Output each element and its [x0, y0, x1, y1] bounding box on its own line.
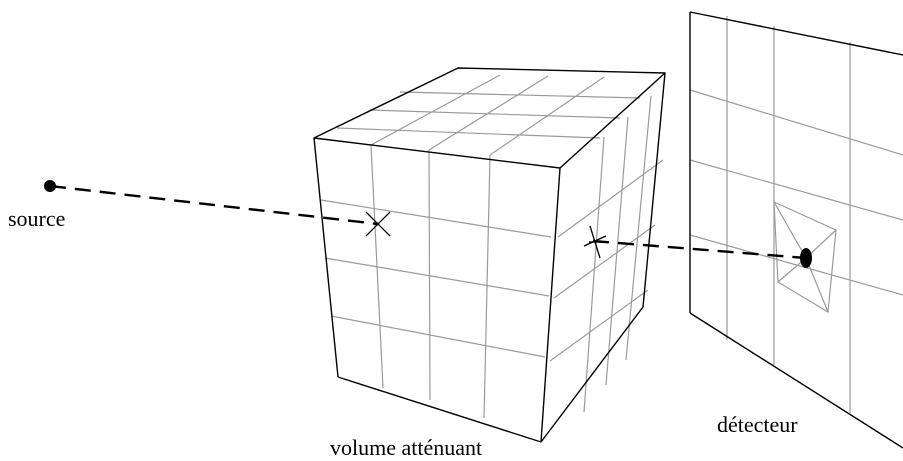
cube-top-grid	[336, 74, 641, 156]
source-label: source	[8, 206, 66, 231]
detector-label: détecteur	[717, 412, 798, 437]
volume-label: volume atténuant	[330, 435, 483, 460]
projection-ray	[44, 180, 812, 268]
cube-outline	[313, 67, 666, 443]
detector-point	[800, 248, 812, 268]
ray-segment-volume-to-detector	[592, 239, 807, 260]
attenuating-volume	[313, 67, 666, 443]
exit-point-marker	[583, 225, 607, 259]
detector-grid	[689, 16, 903, 413]
detector-plane	[689, 11, 903, 449]
cube-front-grid	[320, 144, 552, 419]
detector-outline	[689, 11, 903, 449]
cube-side-grid	[549, 95, 664, 413]
ray-segment-source-to-volume	[49, 184, 379, 226]
entry-point-marker	[365, 211, 391, 237]
